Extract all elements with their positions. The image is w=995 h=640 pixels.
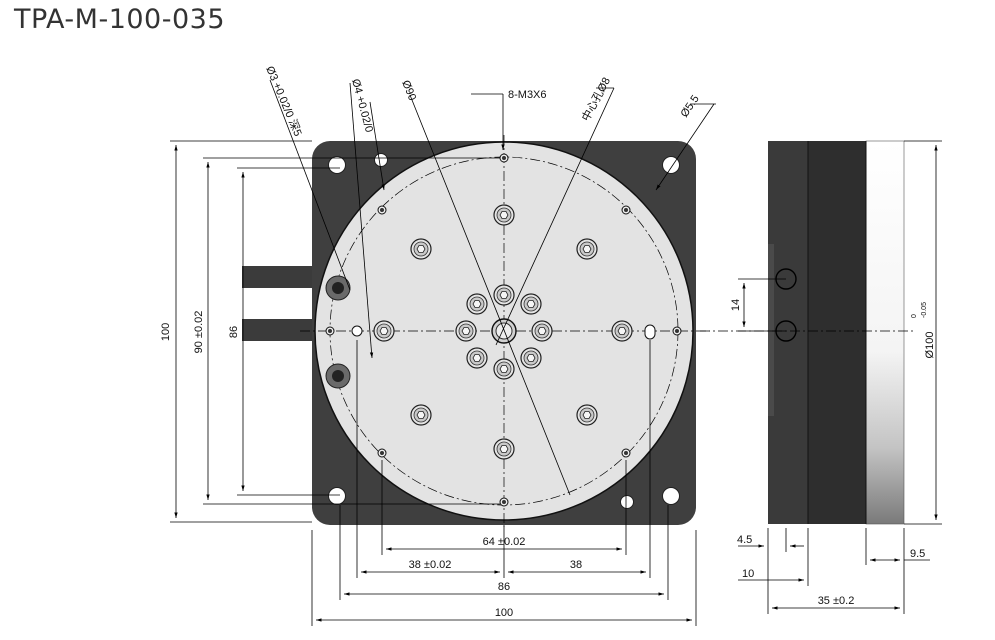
dim-width-64: 64 ±0.02: [483, 536, 526, 548]
dim-width-100: 100: [495, 607, 513, 619]
dim-width-38b: 38: [570, 559, 582, 571]
drawing-title: TPA-M-100-035: [14, 4, 226, 35]
thread-hole-icon: [499, 153, 509, 163]
callout-pin-hole: Ø3 +0.02/0 深5: [263, 64, 304, 138]
dim-9-5: 9.5: [910, 548, 925, 560]
dim-height-overall: 100: [160, 323, 172, 341]
screw-icon: [410, 404, 432, 426]
screw-icon: [373, 320, 395, 342]
dim-width-38a: 38 ±0.02: [409, 559, 452, 571]
front-view: [170, 79, 716, 626]
dim-width-86: 86: [498, 581, 510, 593]
mount-hole-icon: [662, 487, 680, 505]
screw-icon: [493, 438, 515, 460]
thread-hole-icon: [621, 448, 631, 458]
screw-icon: [493, 358, 515, 380]
screw-icon: [576, 404, 598, 426]
screw-icon: [493, 204, 515, 226]
dim-10: 10: [742, 568, 754, 580]
dim-35: 35 ±0.2: [818, 595, 855, 607]
dim-port-spacing: 14: [730, 299, 742, 311]
screw-icon: [466, 293, 488, 315]
thread-hole-icon: [377, 448, 387, 458]
dim-diameter: Ø100: [924, 332, 936, 359]
thread-hole-icon: [377, 205, 387, 215]
side-top: [865, 140, 905, 525]
screw-icon: [520, 347, 542, 369]
side-body: [808, 141, 866, 524]
screw-icon: [410, 238, 432, 260]
callout-leaders: [269, 79, 716, 359]
callout-dowel-hole: Ø4 +0.02/0: [349, 78, 375, 134]
thread-hole-icon: [499, 497, 509, 507]
cable-lower: [242, 319, 318, 341]
slot-hole-icon: [644, 324, 656, 340]
screw-icon: [520, 293, 542, 315]
dowel-hole-icon: [620, 495, 634, 509]
thread-hole-icon: [672, 326, 682, 336]
pin-hole-icon: [351, 325, 363, 337]
screw-icon: [576, 238, 598, 260]
callout-center-bore: 中心孔Ø8: [579, 75, 613, 123]
screw-icon: [531, 320, 553, 342]
screw-icon: [493, 284, 515, 306]
cable-upper: [242, 266, 318, 288]
mount-hole-icon: [328, 487, 346, 505]
side-view: [700, 140, 942, 614]
callout-bolt-circle: Ø90: [399, 79, 418, 103]
callout-mount-hole: Ø5.5: [679, 93, 702, 119]
dim-4-5: 4.5: [737, 534, 752, 546]
thread-hole-icon: [621, 205, 631, 215]
screw-icon: [455, 320, 477, 342]
screw-icon: [611, 320, 633, 342]
callout-thread: 8-M3X6: [508, 89, 547, 101]
dowel-hole-icon: [374, 153, 388, 167]
thread-hole-icon: [325, 326, 335, 336]
screw-icon: [466, 347, 488, 369]
mount-hole-icon: [328, 156, 346, 174]
dim-diameter-tol-lower: -0.05: [921, 302, 928, 318]
dim-height-holes: 90 ±0.02: [193, 311, 205, 354]
dim-height-inner: 86: [228, 326, 240, 338]
dim-diameter-tol-upper: 0: [911, 314, 918, 318]
side-dimension-labels: 14 Ø100 0 -0.05 4.5 10 9.5 35 ±0.2: [730, 299, 936, 607]
